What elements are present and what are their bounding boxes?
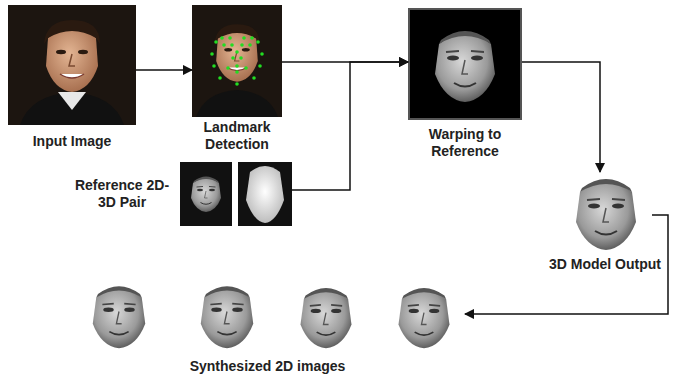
image-panel: Synthesized 2D images [70, 278, 465, 350]
flow-arrow [136, 69, 192, 71]
panel-caption: Input Image [8, 133, 136, 150]
image-panel: Input Image [8, 5, 136, 125]
image-panel: Warping to Reference [408, 8, 522, 120]
panel-caption: Synthesized 2D images [70, 358, 465, 375]
panel-caption: 3D Model Output [535, 256, 675, 273]
panel-caption: Reference 2D-3D Pair [72, 177, 172, 211]
panel-caption: Warping to Reference [415, 126, 515, 160]
image-panel: Landmark Detection [192, 5, 282, 117]
panel-caption: Landmark Detection [177, 119, 297, 153]
image-panel: 3D Model Output [560, 172, 652, 252]
flow-arrow [292, 62, 408, 190]
flow-arrow [522, 62, 600, 172]
image-panel: Reference 2D-3D Pair [180, 162, 292, 226]
